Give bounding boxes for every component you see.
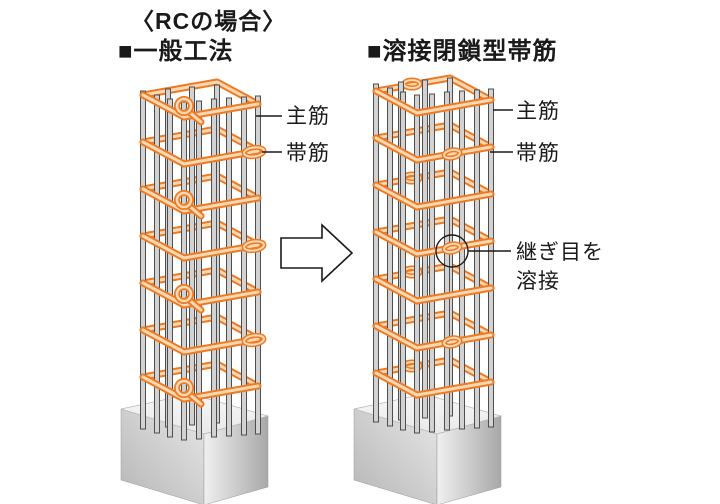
label-weld-note: 継ぎ目を 溶接: [516, 241, 604, 293]
label-hoop-rebar-right: 帯筋: [516, 142, 560, 165]
right-panel-title: ■溶接閉鎖型帯筋: [367, 38, 558, 65]
label-hoop-rebar-left: 帯筋: [286, 142, 330, 165]
left-panel-title: ■一般工法: [118, 38, 234, 65]
label-main-rebar-right: 主筋: [516, 100, 560, 123]
context-label: 〈RCの場合〉: [131, 8, 287, 34]
right-transform-arrow-icon: [280, 223, 354, 283]
label-main-rebar-left: 主筋: [286, 105, 330, 128]
left-column-cage: [141, 82, 265, 441]
right-column-cage: [374, 78, 494, 434]
